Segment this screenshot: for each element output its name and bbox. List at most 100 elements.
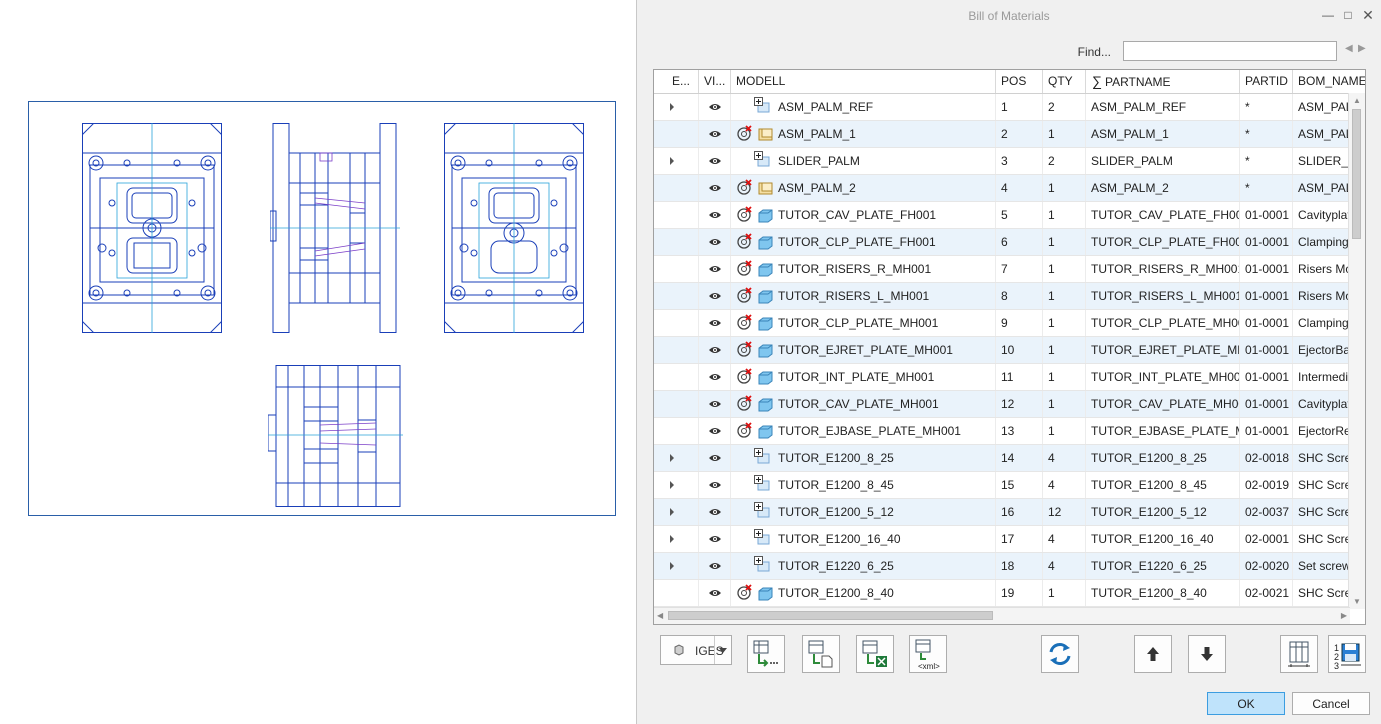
drawing-view-top[interactable] xyxy=(82,123,222,333)
expand-arrow-icon[interactable] xyxy=(670,562,674,570)
drawing-view-side[interactable] xyxy=(270,123,400,333)
col-header-pos[interactable]: POS xyxy=(996,70,1043,93)
expand-arrow-icon[interactable] xyxy=(670,103,674,111)
qty-cell: 1 xyxy=(1043,202,1086,228)
close-icon[interactable]: ✕ xyxy=(1362,7,1374,23)
expand-arrow-icon[interactable] xyxy=(670,481,674,489)
expand-cell xyxy=(654,499,699,525)
sub-assembly-icon xyxy=(754,529,770,545)
modell-label: SLIDER_PALM xyxy=(778,154,860,168)
expand-arrow-icon[interactable] xyxy=(670,508,674,516)
expand-cell xyxy=(654,526,699,552)
expand-arrow-icon[interactable] xyxy=(670,535,674,543)
refresh-button[interactable] xyxy=(1041,635,1079,673)
partname-cell: TUTOR_EJBASE_PLATE_M... xyxy=(1086,418,1240,444)
export-document-button[interactable] xyxy=(802,635,840,673)
scroll-down-icon[interactable]: ▼ xyxy=(1353,597,1361,606)
move-down-button[interactable] xyxy=(1188,635,1226,673)
eye-icon[interactable] xyxy=(709,346,721,354)
bom-name-cell: SHC Screw xyxy=(1293,526,1365,552)
save-numbering-button[interactable]: 1 2 3 xyxy=(1328,635,1366,673)
col-header-partid[interactable]: PARTID xyxy=(1240,70,1293,93)
horizontal-scrollbar[interactable]: ◀ ▶ xyxy=(654,607,1350,624)
eye-icon[interactable] xyxy=(709,292,721,300)
vertical-scroll-thumb[interactable] xyxy=(1352,109,1361,239)
move-up-button[interactable] xyxy=(1134,635,1172,673)
col-header-visibility[interactable]: VI... xyxy=(699,70,731,93)
eye-icon[interactable] xyxy=(709,481,721,489)
col-header-bom-name[interactable]: BOM_NAME xyxy=(1298,74,1366,88)
bom-dialog: Bill of Materials — □ ✕ Find... ◀ ▶ E...… xyxy=(636,0,1381,724)
col-header-expand[interactable]: E... xyxy=(654,70,699,93)
chevron-down-icon[interactable] xyxy=(714,636,731,664)
expand-arrow-icon[interactable] xyxy=(670,454,674,462)
eye-icon[interactable] xyxy=(709,562,721,570)
eye-icon[interactable] xyxy=(709,535,721,543)
col-header-qty[interactable]: QTY xyxy=(1043,70,1086,93)
ok-button[interactable]: OK xyxy=(1207,692,1285,715)
dialog-title: Bill of Materials xyxy=(968,9,1050,23)
partid-cell: 02-0018 xyxy=(1240,445,1293,471)
eye-icon[interactable] xyxy=(709,373,721,381)
eye-icon[interactable] xyxy=(709,184,721,192)
export-format-select[interactable]: IGES xyxy=(660,635,732,665)
eye-icon[interactable] xyxy=(709,265,721,273)
export-more-button[interactable] xyxy=(747,635,785,673)
cancel-button[interactable]: Cancel xyxy=(1292,692,1370,715)
eye-icon[interactable] xyxy=(709,319,721,327)
eye-icon[interactable] xyxy=(709,130,721,138)
minimize-icon[interactable]: — xyxy=(1322,8,1334,22)
dialog-titlebar[interactable]: Bill of Materials — □ ✕ xyxy=(637,0,1381,32)
eye-icon[interactable] xyxy=(709,400,721,408)
partname-cell: TUTOR_CLP_PLATE_MH001 xyxy=(1086,310,1240,336)
eye-icon[interactable] xyxy=(709,454,721,462)
export-excel-button[interactable] xyxy=(856,635,894,673)
vertical-scrollbar[interactable]: ▲ ▼ xyxy=(1348,93,1365,609)
find-prev-icon[interactable]: ◀ xyxy=(1345,43,1353,54)
eye-icon[interactable] xyxy=(709,589,721,597)
eye-icon[interactable] xyxy=(709,238,721,246)
scroll-up-icon[interactable]: ▲ xyxy=(1353,96,1361,105)
col-header-partname[interactable]: ∑PARTNAME xyxy=(1086,70,1240,93)
bom-name-cell: Set screw xyxy=(1293,553,1365,579)
col-header-modell[interactable]: MODELL xyxy=(731,70,996,93)
find-input[interactable] xyxy=(1123,41,1337,61)
scroll-left-icon[interactable]: ◀ xyxy=(657,611,664,620)
sub-assembly-icon xyxy=(754,448,770,464)
scroll-right-icon[interactable]: ▶ xyxy=(1340,611,1347,620)
column-settings-button[interactable] xyxy=(1280,635,1318,673)
export-xml-button[interactable]: <xml> xyxy=(909,635,947,673)
eye-icon[interactable] xyxy=(709,103,721,111)
drawing-canvas[interactable] xyxy=(0,0,636,724)
maximize-icon[interactable]: □ xyxy=(1344,8,1352,22)
find-next-icon[interactable]: ▶ xyxy=(1358,43,1366,54)
expand-arrow-icon[interactable] xyxy=(670,157,674,165)
eye-icon[interactable] xyxy=(709,427,721,435)
eye-icon[interactable] xyxy=(709,157,721,165)
qty-cell: 1 xyxy=(1043,310,1086,336)
drawing-view-section[interactable] xyxy=(268,365,403,507)
horizontal-scroll-thumb[interactable] xyxy=(668,611,993,620)
eye-icon[interactable] xyxy=(709,508,721,516)
eye-icon[interactable] xyxy=(709,211,721,219)
drawing-view-bottom[interactable] xyxy=(444,123,584,333)
